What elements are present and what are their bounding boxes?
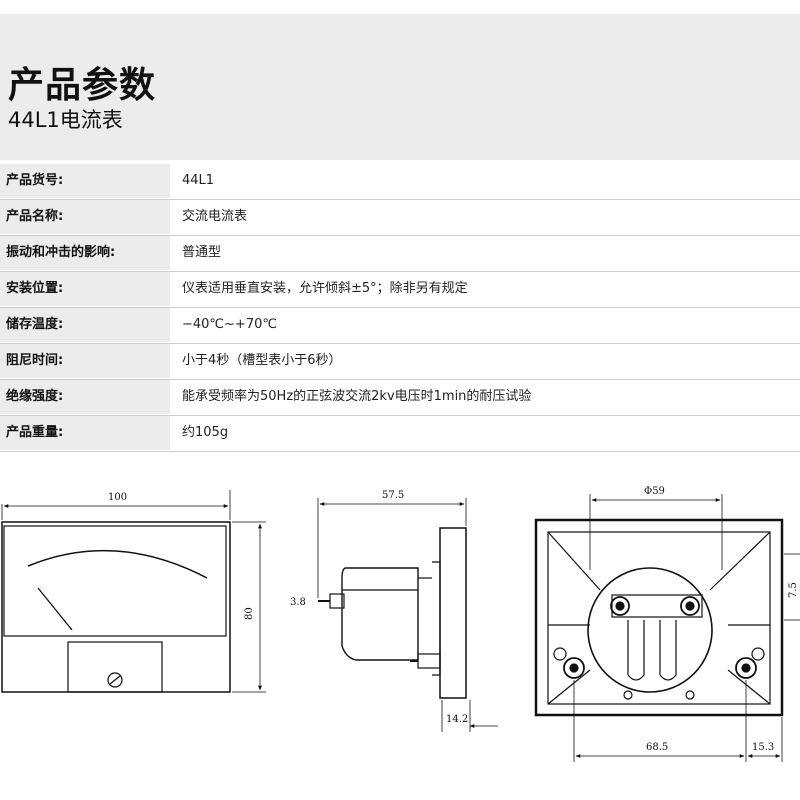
terminal-nut <box>610 596 630 616</box>
spec-label: 阻尼时间: <box>0 344 170 378</box>
back-spacing-label: 68.5 <box>646 742 668 753</box>
spec-label: 振动和冲击的影响: <box>0 236 170 270</box>
spec-row: 储存温度: −40℃~+70℃ <box>0 308 800 344</box>
back-side-label: 7.5 <box>788 582 799 598</box>
spec-value: 交流电流表 <box>182 209 248 224</box>
front-view <box>1 490 266 693</box>
spec-value: 小于4秒（槽型表小于6秒） <box>182 353 342 368</box>
spec-row: 振动和冲击的影响: 普通型 <box>0 236 800 272</box>
mounting-nut <box>563 657 585 679</box>
spec-row: 产品重量: 约105g <box>0 416 800 452</box>
spec-value: 仪表适用垂直安装，允许倾斜±5°；除非另有规定 <box>182 281 468 296</box>
product-model-subtitle: 44L1电流表 <box>8 108 123 132</box>
mounting-nut <box>735 657 757 679</box>
front-width-label: 100 <box>108 492 127 503</box>
back-case-inner <box>547 531 771 705</box>
dimension-drawing: 100 80 57.5 3.8 14.2 <box>1 486 800 762</box>
rivet <box>623 690 633 700</box>
front-height-label: 80 <box>244 607 255 620</box>
movement-housing <box>341 567 419 661</box>
mounting-stud <box>417 653 441 669</box>
back-case-outer <box>534 518 784 717</box>
rivet <box>685 690 695 700</box>
rib <box>547 531 601 591</box>
dial-window <box>3 525 227 637</box>
spec-table: 产品货号: 44L1 产品名称: 交流电流表 振动和冲击的影响: 普通型 安装位… <box>0 164 800 452</box>
spec-label: 绝缘强度: <box>0 380 170 414</box>
rib <box>709 531 771 591</box>
front-case-outline <box>1 521 231 693</box>
zero-adjust-screw <box>107 672 123 688</box>
spec-row: 绝缘强度: 能承受频率为50Hz的正弦波交流2kv电压时1min的耐压试验 <box>0 380 800 416</box>
spec-row: 产品货号: 44L1 <box>0 164 800 200</box>
terminal-nut <box>680 596 700 616</box>
flange-step <box>432 561 441 676</box>
terminal-lead <box>627 620 645 681</box>
side-stud-label: 3.8 <box>290 597 306 608</box>
terminal-lead <box>659 620 677 681</box>
front-flange <box>439 527 467 699</box>
spec-value: 44L1 <box>182 173 215 188</box>
rib <box>727 669 771 705</box>
spec-value: −40℃~+70℃ <box>182 317 277 332</box>
terminal-nut-core <box>685 601 695 611</box>
spec-label: 安装位置: <box>0 272 170 306</box>
spec-label: 产品重量: <box>0 416 170 450</box>
side-depth-label: 57.5 <box>382 490 404 501</box>
mounting-hole <box>553 647 567 661</box>
mounting-hole <box>751 647 765 661</box>
spec-value: 约105g <box>182 425 229 440</box>
terminal-nut-core <box>615 601 625 611</box>
screw-slot <box>109 675 121 685</box>
spec-value: 普通型 <box>182 245 222 260</box>
spec-label: 储存温度: <box>0 308 170 342</box>
spec-label: 产品货号: <box>0 164 170 198</box>
pointer-needle <box>37 587 73 631</box>
side-flange-label: 14.2 <box>446 714 468 725</box>
spec-value: 能承受频率为50Hz的正弦波交流2kv电压时1min的耐压试验 <box>182 389 532 404</box>
spec-row: 阻尼时间: 小于4秒（槽型表小于6秒） <box>0 344 800 380</box>
mounting-nut-core <box>569 663 579 673</box>
back-diameter-label: Φ59 <box>644 486 665 497</box>
movement-circle <box>587 567 713 693</box>
spec-row: 产品名称: 交流电流表 <box>0 200 800 236</box>
spec-row: 安装位置: 仪表适用垂直安装，允许倾斜±5°；除非另有规定 <box>0 272 800 308</box>
side-view <box>317 498 498 732</box>
zero-adjust-panel <box>67 641 163 693</box>
spec-label: 产品名称: <box>0 200 170 234</box>
rib <box>547 669 591 705</box>
page-title: 产品参数 <box>8 65 157 106</box>
mounting-nut-core <box>741 663 751 673</box>
back-view <box>534 494 800 762</box>
header-band: 产品参数 44L1电流表 <box>0 14 800 160</box>
back-offset-label: 15.3 <box>752 742 774 753</box>
terminal-bar <box>611 594 703 618</box>
scale-arc <box>27 549 208 579</box>
